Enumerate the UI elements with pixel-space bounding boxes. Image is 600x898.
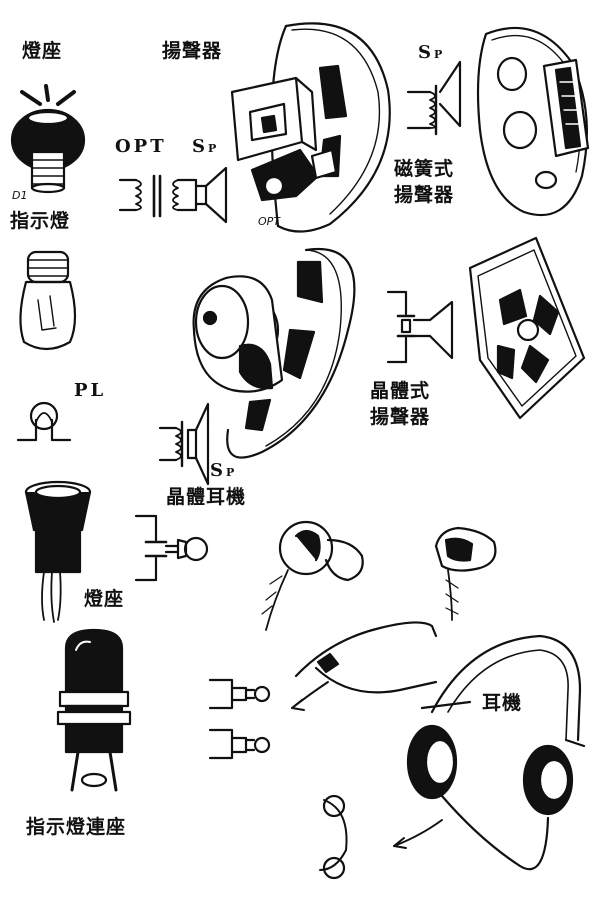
lamp-socket-bottom-icon xyxy=(24,480,92,623)
crystal-earphone-symbol-icon xyxy=(134,514,209,582)
headphones-label: 耳機 xyxy=(482,692,523,714)
opt-small-label: OPT xyxy=(258,215,281,228)
headphones-icon xyxy=(319,634,586,880)
indicator-lamp-label: 指示燈 xyxy=(10,210,71,232)
magnetic-speaker-symbol-icon xyxy=(406,60,462,136)
pilot-lamp-symbol-icon xyxy=(16,401,72,442)
crystal-earphone-label: 晶體耳機 xyxy=(166,486,247,508)
crystal-speaker-label-2: 揚聲器 xyxy=(370,406,431,428)
crystal-speaker-label-1: 晶體式 xyxy=(370,380,431,402)
pl-symbol-label: PL xyxy=(74,380,107,401)
crystal-earphone-icon xyxy=(261,520,364,631)
crystal-earphone-2-icon xyxy=(434,526,497,621)
loudspeaker-label: 揚聲器 xyxy=(162,40,223,62)
loudspeaker-with-transformer-icon xyxy=(230,22,391,233)
stethoscope-earphone-icon xyxy=(208,621,438,760)
opt-symbol-label: OPT xyxy=(115,136,167,157)
opt-transformer-symbol-icon xyxy=(118,166,228,224)
crystal-speaker-icon xyxy=(468,236,586,420)
d1-label: D1 xyxy=(12,189,28,202)
sp-symbol-2-label: SP xyxy=(418,42,443,63)
indicator-lamp-socket-icon xyxy=(56,628,132,792)
indicator-lamp-socket-label: 指示燈連座 xyxy=(26,816,127,838)
lamp-socket-top-icon xyxy=(10,84,86,194)
magnetic-speaker-label-2: 揚聲器 xyxy=(394,184,455,206)
crystal-speaker-symbol-icon xyxy=(386,290,454,364)
large-speaker-icon xyxy=(192,247,356,459)
speaker-symbol-icon xyxy=(158,402,210,486)
magnetic-speaker-label-1: 磁簧式 xyxy=(394,158,455,180)
sp-symbol-1-label: SP xyxy=(192,136,217,157)
indicator-bulb-icon xyxy=(19,250,77,351)
sp-symbol-3-label: SP xyxy=(210,460,235,481)
lamp-socket-top-label: 燈座 xyxy=(22,40,63,62)
magnetic-speaker-icon xyxy=(476,26,590,217)
lamp-socket-bottom-label: 燈座 xyxy=(84,588,125,610)
